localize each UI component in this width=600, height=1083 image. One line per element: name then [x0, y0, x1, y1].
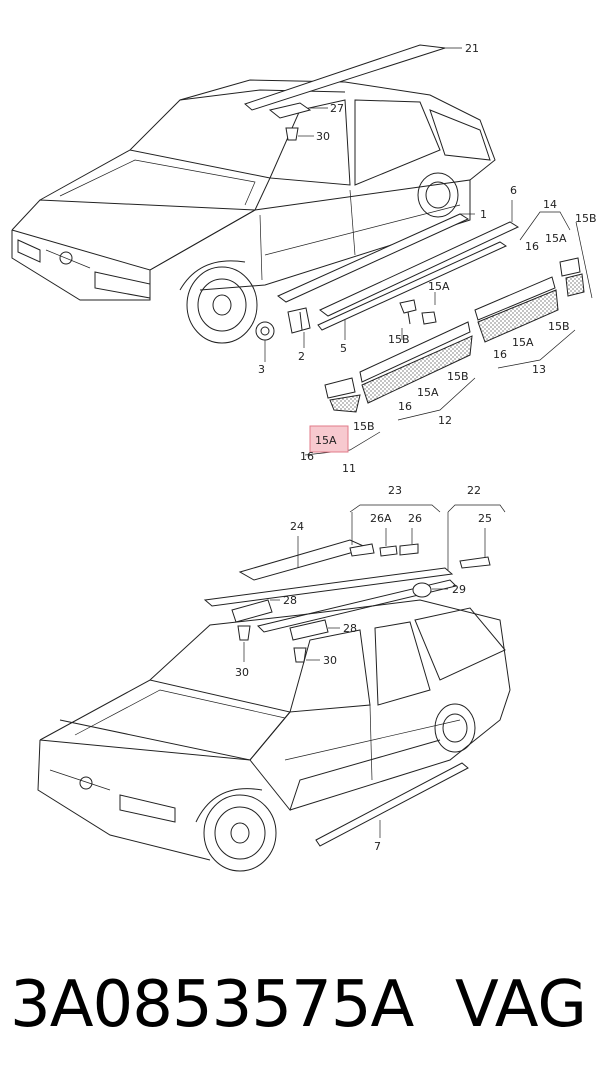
callout-15b: 15B: [388, 333, 410, 346]
moulding-11: [324, 377, 361, 413]
callout-23: 23: [388, 484, 402, 497]
callout-28: 28: [343, 622, 357, 635]
callout-30: 30: [323, 654, 337, 667]
callout-26: 26: [408, 512, 422, 525]
callout-22: 22: [467, 484, 481, 497]
highlight-15a: [309, 425, 349, 453]
callout-15b: 15B: [575, 212, 597, 225]
callout-21: 21: [465, 42, 479, 55]
callout-30: 30: [235, 666, 249, 679]
callout-15a-highlighted: 15A: [315, 434, 337, 447]
callout-labels: 21 27 30 6 1 14 15B 15A 16 15A 15B 15A 1…: [235, 42, 597, 853]
callout-14: 14: [543, 198, 557, 211]
callout-15b: 15B: [353, 420, 375, 433]
callout-16: 16: [525, 240, 539, 253]
moulding-12: [359, 321, 473, 404]
callout-26a: 26A: [370, 512, 392, 525]
parts-diagram: 21 27 30 6 1 14 15B 15A 16 15A 15B 15A 1…: [11, 42, 597, 872]
callout-2: 2: [298, 350, 305, 363]
callout-5: 5: [340, 342, 347, 355]
callout-16: 16: [398, 400, 412, 413]
callout-1: 1: [480, 208, 487, 221]
callout-27: 27: [330, 102, 344, 115]
callout-15a: 15A: [545, 232, 567, 245]
callout-12: 12: [438, 414, 452, 427]
sill-trims: [277, 213, 520, 331]
callout-15a: 15A: [428, 280, 450, 293]
leader-lines-top: [264, 47, 593, 456]
callout-30: 30: [316, 130, 330, 143]
callout-15a: 15A: [417, 386, 439, 399]
footer: 3A0853575A VAG: [0, 950, 600, 1060]
callout-3: 3: [258, 363, 265, 376]
end-piece-14: [559, 257, 585, 297]
sedan-illustration: [11, 44, 496, 344]
brand-label: VAG: [455, 968, 587, 1042]
callout-29: 29: [452, 583, 466, 596]
callout-15b: 15B: [447, 370, 469, 383]
callout-6: 6: [510, 184, 517, 197]
callout-16: 16: [493, 348, 507, 361]
estate-illustration: [37, 539, 511, 872]
leader-lines-bottom: [243, 504, 506, 838]
callout-15b: 15B: [548, 320, 570, 333]
callout-28: 28: [283, 594, 297, 607]
callout-15a: 15A: [512, 336, 534, 349]
callout-13: 13: [532, 363, 546, 376]
callout-11: 11: [342, 462, 356, 475]
clip-parts: [255, 299, 437, 341]
callout-7: 7: [374, 840, 381, 853]
callout-25: 25: [478, 512, 492, 525]
part-number: 3A0853575A: [10, 968, 414, 1042]
callout-24: 24: [290, 520, 304, 533]
callout-16: 16: [300, 450, 314, 463]
moulding-13: [474, 276, 559, 343]
